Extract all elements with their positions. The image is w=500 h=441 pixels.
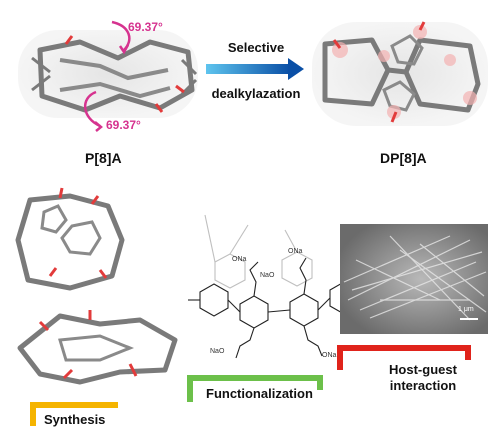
chem-label-3: NaO (210, 348, 225, 355)
dp8a-molecule (312, 21, 488, 126)
host-guest-bracket (337, 345, 471, 370)
angle-bottom-label: 69.37° (106, 118, 141, 132)
angle-top-label: 69.37° (128, 20, 163, 34)
functionalization-label: Functionalization (206, 386, 313, 401)
synthesis-structure-top (15, 187, 125, 291)
host-guest-label-line1: Host-guest (389, 362, 457, 377)
p8a-label: P[8]A (85, 150, 122, 166)
arrow-label-line2: dealkylazation (211, 86, 301, 101)
synthesis-label: Synthesis (44, 412, 106, 427)
chem-label-2: ONa (288, 248, 303, 255)
functionalized-structure (188, 214, 370, 359)
synthesis-bracket (30, 402, 118, 426)
p8a-molecule (18, 20, 198, 132)
arrow-label-line1: Selective (227, 40, 285, 55)
chem-label-4: ONa (322, 352, 337, 359)
synthesis-structure-bottom (17, 310, 178, 385)
chem-label-1: ONa (232, 256, 247, 263)
sem-image (340, 224, 488, 334)
dp8a-label: DP[8]A (380, 150, 427, 166)
reaction-arrow (206, 58, 304, 80)
functionalization-bracket (187, 375, 323, 402)
host-guest-label-line2: interaction (389, 378, 457, 393)
sem-scale-bar-label: 1 μm (458, 306, 474, 313)
chem-label-5: NaO (260, 272, 275, 279)
